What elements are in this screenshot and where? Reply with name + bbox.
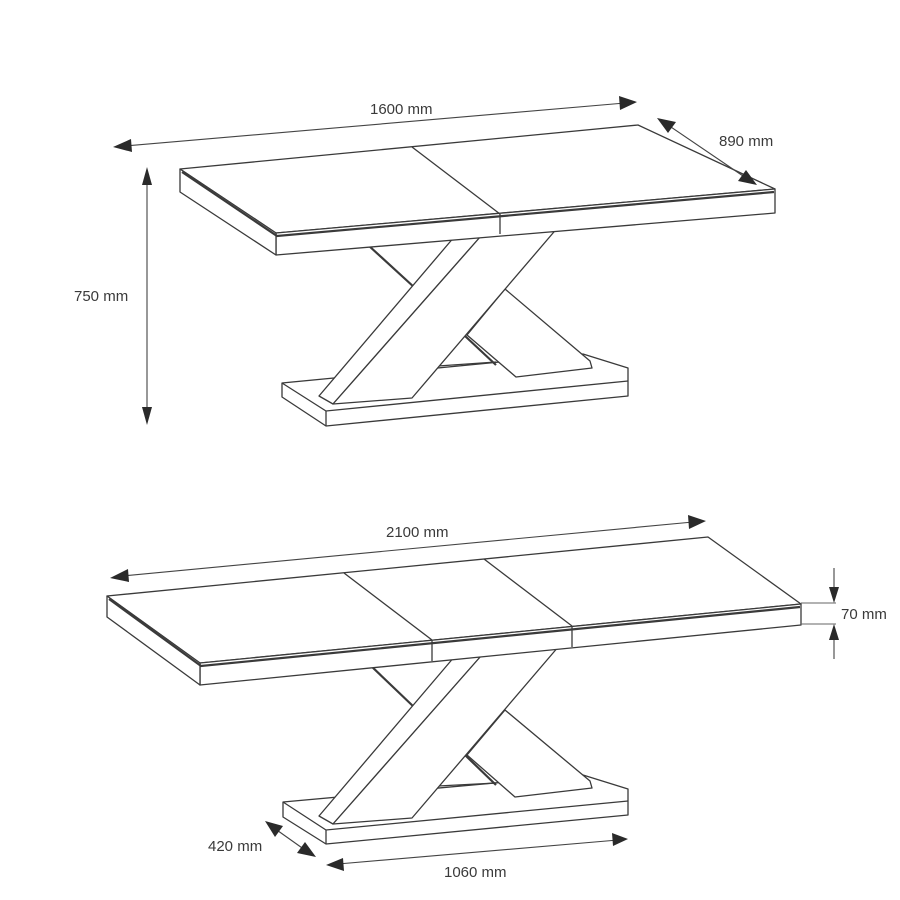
label-depth-closed: 890 mm [719, 133, 773, 150]
label-length-extended: 2100 mm [386, 524, 449, 541]
table-top-extended [106, 536, 802, 686]
dimension-height-closed: 750 mm [74, 167, 152, 425]
label-base-depth: 420 mm [208, 838, 262, 855]
label-height-closed: 750 mm [74, 288, 128, 305]
dimension-length-extended: 2100 mm [110, 515, 706, 582]
label-base-length: 1060 mm [444, 864, 507, 881]
x-leg-back-extended [368, 663, 593, 798]
table-top [179, 124, 776, 256]
dimension-base-depth: 420 mm [208, 821, 316, 857]
label-length-closed: 1600 mm [370, 101, 433, 118]
table-closed: 1600 mm 890 mm 750 mm [74, 96, 776, 427]
dimension-length-closed: 1600 mm [113, 96, 637, 152]
table-extended: 2100 mm 70 mm 420 mm 1060 mm [106, 515, 887, 881]
x-leg-back [367, 244, 593, 378]
label-thickness-extended: 70 mm [841, 606, 887, 623]
dimension-base-length: 1060 mm [326, 833, 628, 881]
dimension-depth-closed: 890 mm [657, 118, 773, 185]
dimension-thickness-extended: 70 mm [801, 568, 887, 659]
